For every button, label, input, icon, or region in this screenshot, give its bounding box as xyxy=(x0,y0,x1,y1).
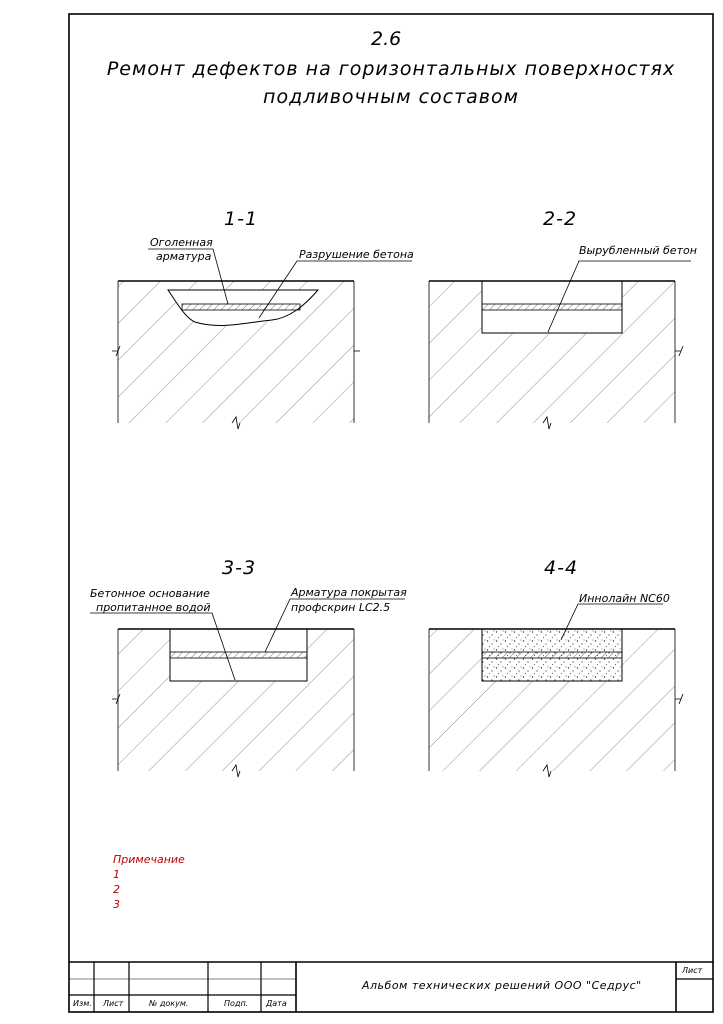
notes-heading: Примечание xyxy=(113,853,185,866)
note-item-2: 2 xyxy=(113,883,120,896)
sheet-label: Лист xyxy=(682,966,703,975)
callout-wet-base-1: Бетонное основание xyxy=(90,587,210,600)
callout-coated-rebar-1: Арматура покрытая xyxy=(291,586,407,599)
drawing-title-line2: подливочным составом xyxy=(263,86,519,108)
album-title: Альбом технических решений ООО "Седрус" xyxy=(362,979,642,992)
callout-wet-base-2: пропитанное водой xyxy=(96,601,211,614)
callout-exposed-rebar-2: арматура xyxy=(156,250,212,263)
sheet-number: 2.6 xyxy=(371,28,402,50)
drawing-title-line1: Ремонт дефектов на горизонтальных поверх… xyxy=(106,58,676,80)
section-3-3-drawing xyxy=(90,598,405,778)
callout-chipped-concrete: Вырубленный бетон xyxy=(579,244,697,257)
section-label-4-4: 4-4 xyxy=(544,557,579,579)
section-label-1-1: 1-1 xyxy=(224,208,259,230)
section-4-4-drawing xyxy=(428,603,684,778)
col-sheet: Лист xyxy=(103,999,124,1008)
note-item-1: 1 xyxy=(113,868,120,881)
col-date: Дата xyxy=(266,999,287,1008)
section-1-1-drawing xyxy=(112,248,412,430)
col-doc-number: № докум. xyxy=(149,999,189,1008)
section-2-2-drawing xyxy=(428,260,691,430)
section-label-2-2: 2-2 xyxy=(543,208,578,230)
section-label-3-3: 3-3 xyxy=(222,557,257,579)
callout-exposed-rebar-1: Оголенная xyxy=(150,236,213,249)
callout-innoline: Иннолайн NC60 xyxy=(579,592,670,605)
note-item-3: 3 xyxy=(113,898,120,911)
col-change: Изм. xyxy=(73,999,92,1008)
callout-concrete-damage: Разрушение бетона xyxy=(299,248,414,261)
col-signature: Подп. xyxy=(224,999,249,1008)
sheet-frame xyxy=(68,13,714,1013)
callout-coated-rebar-2: профскрин LC2.5 xyxy=(291,601,391,614)
title-block xyxy=(69,961,713,1012)
